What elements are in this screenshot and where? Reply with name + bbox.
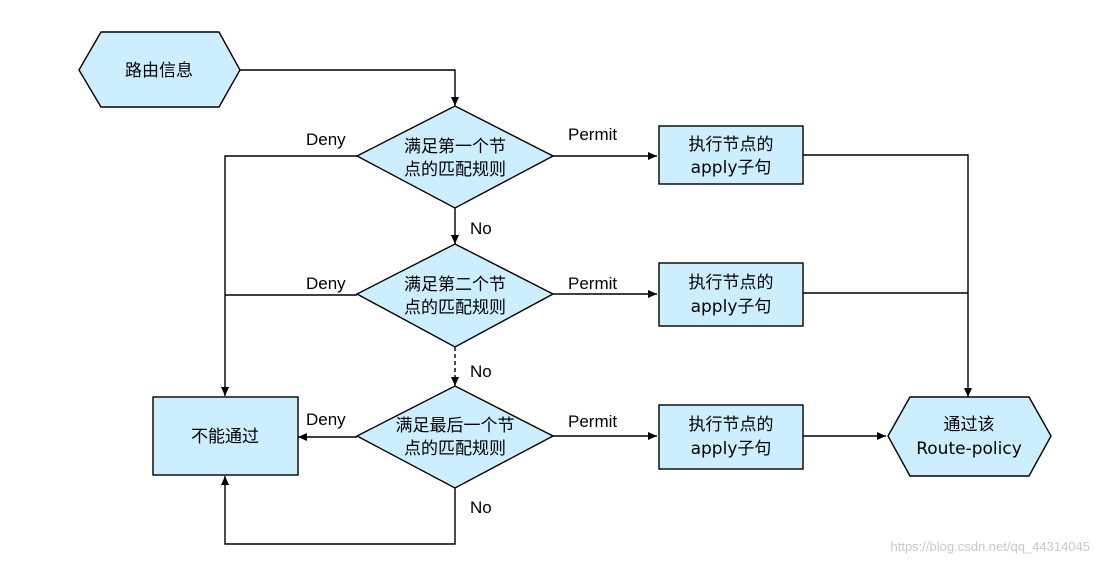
- edge-start-to-match1: [240, 69, 459, 106]
- matchlast-diamond: [355, 385, 555, 489]
- matchlast-label-line2: 点的匹配规则: [404, 439, 506, 459]
- no2-label: No: [470, 362, 492, 381]
- applylast-rect: [658, 404, 804, 470]
- denylast-label: Deny: [306, 410, 346, 429]
- apply1-rect: [658, 125, 804, 185]
- edge-matchlast-no: [221, 476, 456, 545]
- deny2-label: Deny: [306, 274, 346, 293]
- pass-label-line1: 通过该: [944, 415, 995, 435]
- edge-apply1-to-pass: [803, 154, 972, 397]
- deny1-label: Deny: [306, 130, 346, 149]
- pass-node: 通过该 Route-policy: [887, 396, 1052, 477]
- route-info-hexagon: [78, 31, 241, 108]
- match2-label-line2: 点的匹配规则: [404, 298, 506, 318]
- permit2-label: Permit: [568, 274, 617, 293]
- apply-box-last: 执行节点的 apply子句: [658, 404, 804, 470]
- edge-match1-deny: [221, 155, 357, 396]
- applylast-label-line1: 执行节点的: [689, 415, 774, 435]
- match1-diamond: [355, 105, 555, 209]
- permitlast-label: Permit: [568, 412, 617, 431]
- apply-box-1: 执行节点的 apply子句: [658, 125, 804, 185]
- match1-label-line2: 点的匹配规则: [404, 160, 506, 180]
- no1-label: No: [470, 219, 492, 238]
- pass-hexagon: [887, 396, 1052, 477]
- route-info-label: 路由信息: [125, 61, 193, 81]
- apply1-label-line2: apply子句: [691, 158, 772, 178]
- decision-matchlast: 满足最后一个节 点的匹配规则: [355, 385, 555, 489]
- apply-box-2: 执行节点的 apply子句: [658, 262, 804, 327]
- edge-labels: Deny Deny Deny Permit Permit Permit No N…: [306, 125, 617, 517]
- permit1-label: Permit: [568, 125, 617, 144]
- watermark: https://blog.csdn.net/qq_44314045: [891, 539, 1091, 554]
- apply2-rect: [658, 262, 804, 327]
- apply2-label-line2: apply子句: [691, 297, 772, 317]
- decision-match2: 满足第二个节 点的匹配规则: [355, 243, 555, 348]
- reject-rect: [152, 396, 299, 476]
- apply2-label-line1: 执行节点的: [689, 273, 774, 293]
- start-node: 路由信息: [78, 31, 241, 108]
- connectors: [221, 69, 972, 545]
- nolast-label: No: [470, 498, 492, 517]
- decision-match1: 满足第一个节 点的匹配规则: [355, 105, 555, 209]
- applylast-label-line2: apply子句: [691, 439, 772, 459]
- reject-node: 不能通过: [152, 396, 299, 476]
- match2-label-line1: 满足第二个节: [404, 275, 506, 295]
- match2-diamond: [355, 243, 555, 348]
- reject-label: 不能通过: [191, 427, 259, 447]
- matchlast-label-line1: 满足最后一个节: [396, 416, 515, 436]
- apply1-label-line1: 执行节点的: [689, 135, 774, 155]
- match1-label-line1: 满足第一个节: [404, 137, 506, 157]
- pass-label-line2: Route-policy: [916, 439, 1022, 459]
